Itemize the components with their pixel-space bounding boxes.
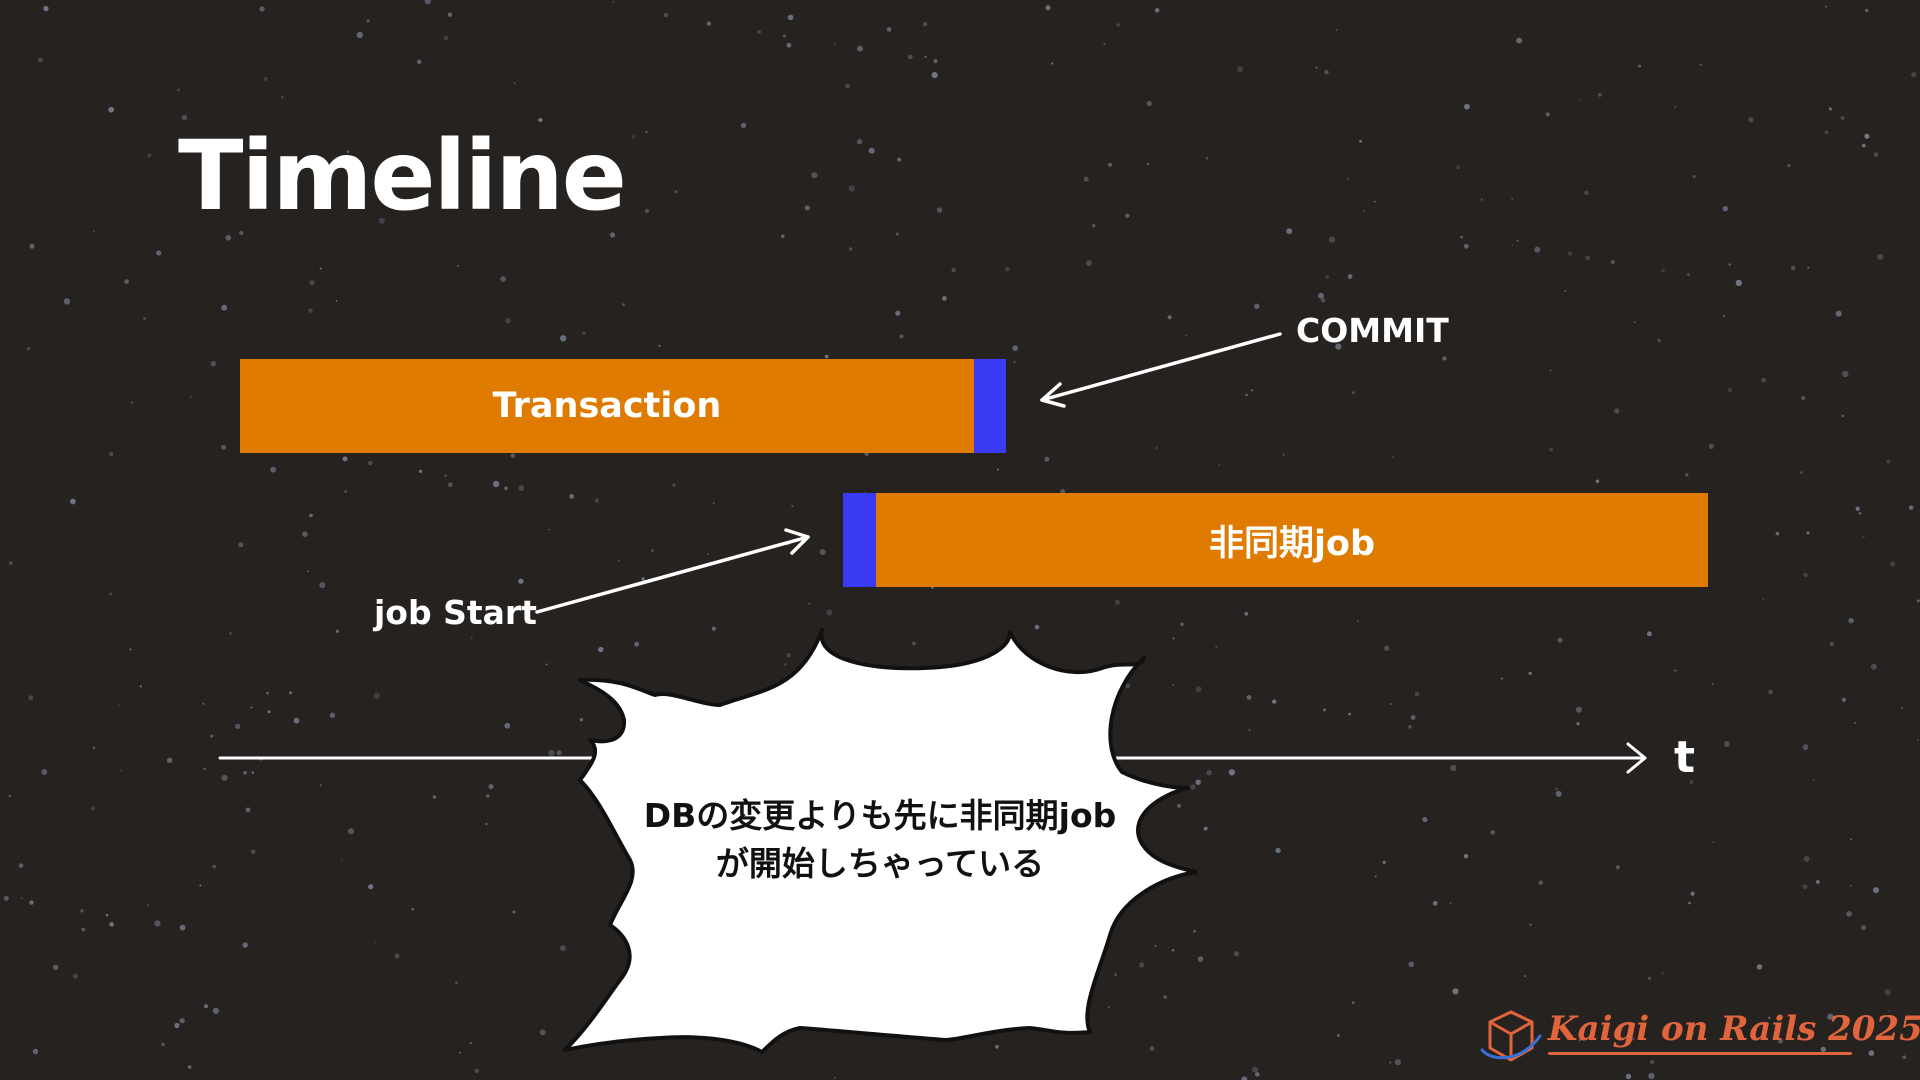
commit-label: COMMIT <box>1296 311 1449 350</box>
bubble-line-1: DBの変更よりも先に非同期job <box>643 796 1117 835</box>
job-start-marker <box>843 493 876 587</box>
job-start-label: job Start <box>374 593 537 632</box>
async-job-label: 非同期job <box>1208 523 1376 564</box>
transaction-bar: Transaction <box>240 359 974 453</box>
logo-text: Kaigi on Rails 2025 <box>1548 1009 1920 1049</box>
conference-logo: Kaigi on Rails 2025 <box>1478 1006 1920 1066</box>
logo-underline <box>1548 1052 1852 1055</box>
commit-marker <box>974 359 1006 453</box>
bubble-text: DBの変更よりも先に非同期job が開始しちゃっている <box>600 792 1160 888</box>
bubble-line-2: が開始しちゃっている <box>715 844 1045 883</box>
time-axis-label: t <box>1674 732 1696 783</box>
page-title: Timeline <box>178 120 627 232</box>
speech-bubble <box>563 628 1198 1054</box>
ruby-gem-icon <box>1480 1010 1542 1062</box>
commit-arrow <box>1040 332 1282 408</box>
job-start-arrow <box>535 528 810 614</box>
async-job-bar: 非同期job <box>876 493 1708 587</box>
transaction-label: Transaction <box>492 386 722 426</box>
